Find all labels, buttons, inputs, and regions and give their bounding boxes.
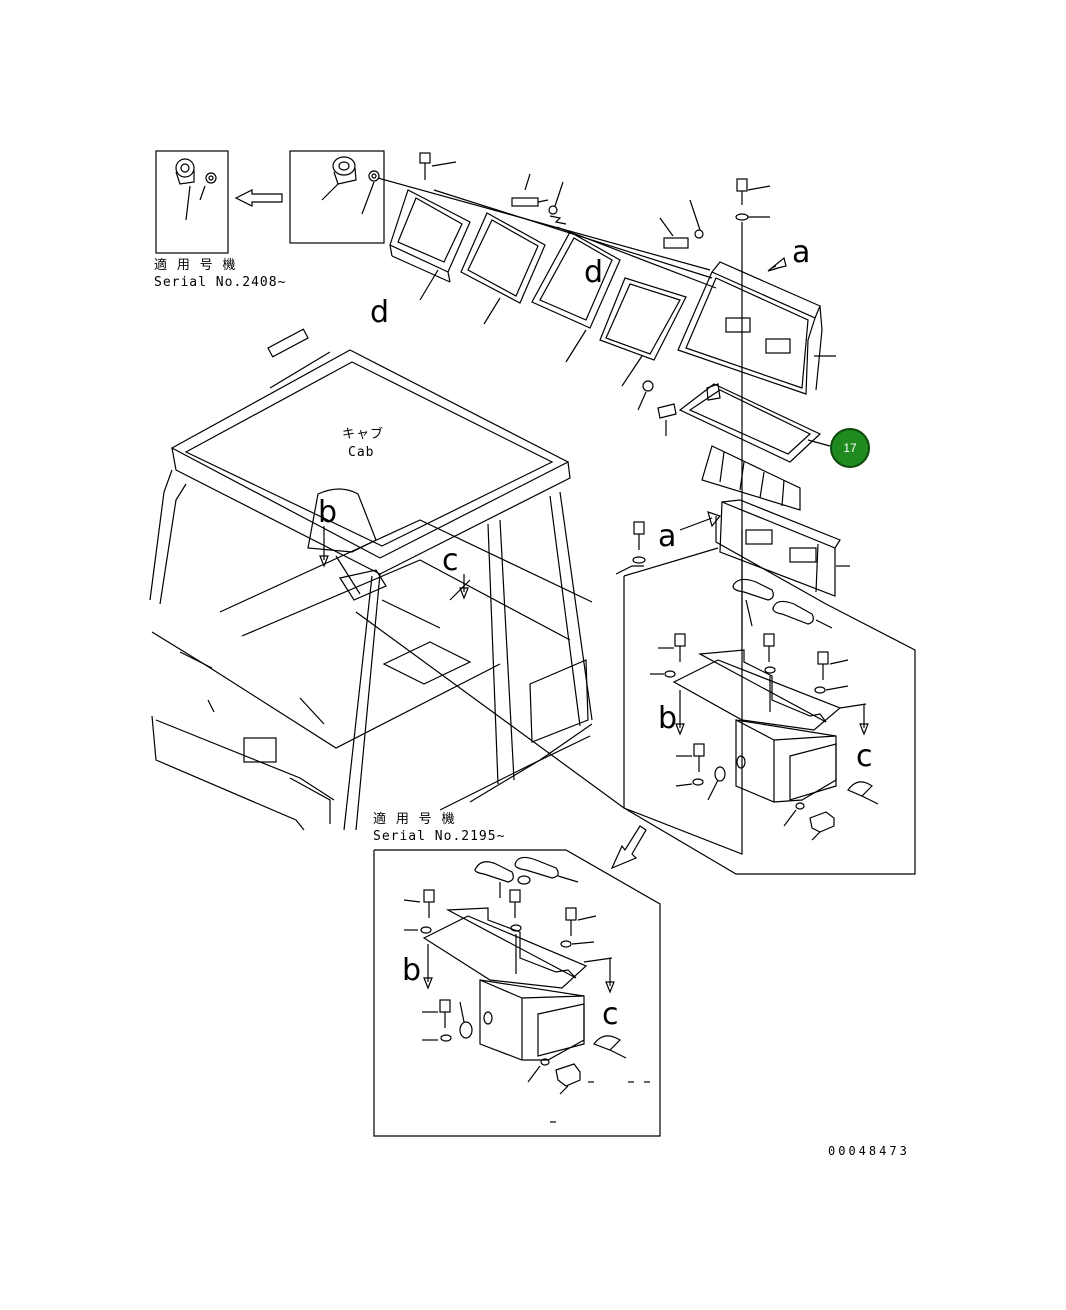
part-callout-badge[interactable]: 17: [830, 428, 870, 468]
serial-lower-label: Serial No.2195~: [373, 829, 506, 844]
serial-lower-jp-label: 適 用 号 機: [373, 812, 456, 827]
cab-jp-label: キャブ: [342, 427, 385, 442]
view-letter-d-2: d: [584, 255, 604, 290]
view-letter-c-cab: c: [442, 543, 459, 578]
view-letter-a-1: a: [792, 235, 811, 270]
view-letter-b-box: b: [658, 701, 678, 736]
view-letter-c-box: c: [856, 739, 873, 774]
view-letter-d-1: d: [370, 295, 390, 330]
upper-panel-parts: [377, 152, 717, 387]
view-letter-a-2: a: [658, 519, 677, 554]
view-letter-b-lower: b: [402, 953, 422, 988]
view-letter-b-cab: b: [318, 495, 338, 530]
console-housing: [615, 178, 850, 640]
detail-box-electrical-original: [623, 516, 916, 875]
drawing-number: 00048473: [828, 1144, 910, 1158]
detail-box-original: [289, 150, 385, 244]
view-letter-c-lower: c: [602, 997, 619, 1032]
serial-upper-label: Serial No.2408~: [154, 275, 287, 290]
arrow-left-icon: [234, 189, 283, 207]
arrow-down-left-icon: [610, 825, 647, 870]
detail-box-serial-2195: [373, 849, 661, 1137]
cab-structure: [149, 328, 625, 831]
serial-upper-jp-label: 適 用 号 機: [154, 258, 237, 273]
detail-box-serial-2408: [155, 150, 229, 254]
cab-label: Cab: [348, 445, 375, 460]
